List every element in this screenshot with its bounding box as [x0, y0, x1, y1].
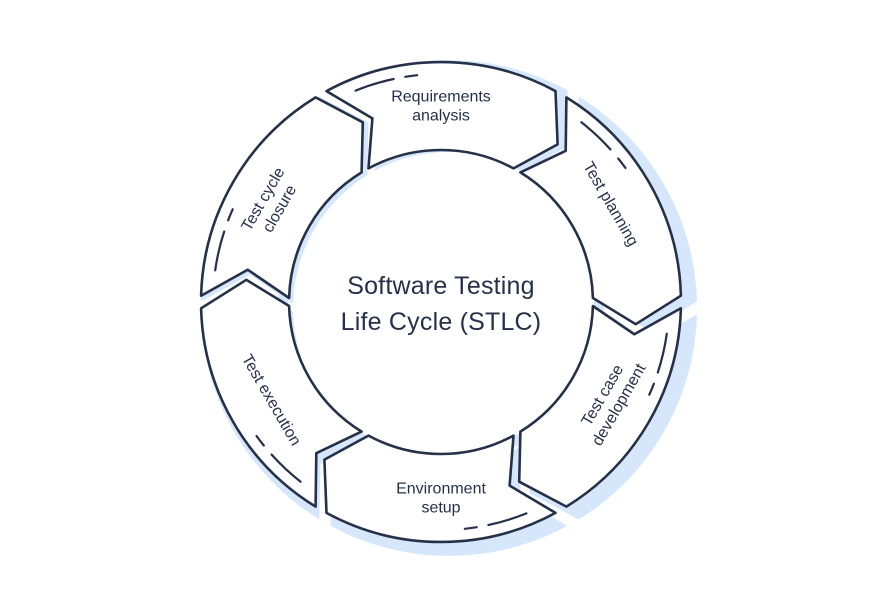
stage-4-line-2: setup [421, 500, 460, 517]
stage-1-line-2: analysis [412, 108, 470, 125]
segment-accent-dot-6 [227, 208, 234, 222]
segment-2 [519, 96, 683, 326]
segment-accent-dot-5 [255, 434, 265, 447]
center-title-line-2: Life Cycle (STLC) [341, 308, 542, 336]
segment-3 [517, 304, 683, 508]
segment-accent-3 [656, 332, 668, 374]
stage-1-line-1: Requirements [391, 89, 491, 106]
segment-accent-dot-4 [463, 526, 478, 530]
segment-accent-dot-2 [617, 157, 627, 170]
center-title-line-1: Software Testing [347, 272, 535, 300]
segment-accent-5 [270, 453, 302, 483]
segment-accent-dot-3 [648, 382, 655, 396]
segment-6 [199, 96, 365, 300]
segment-accent-dot-1 [404, 74, 419, 78]
segment-accent-4 [487, 512, 528, 527]
cycle-segments [199, 60, 697, 556]
stage-label-1: Requirements analysis [391, 89, 491, 125]
stage-label-4: Environment setup [396, 481, 486, 517]
segment-5 [199, 278, 363, 508]
segment-accent-1 [354, 77, 395, 92]
segment-accent-6 [214, 230, 226, 272]
stage-4-line-1: Environment [396, 481, 486, 498]
segment-accent-2 [580, 121, 612, 151]
segment-1 [325, 60, 559, 170]
segment-4 [323, 434, 557, 544]
